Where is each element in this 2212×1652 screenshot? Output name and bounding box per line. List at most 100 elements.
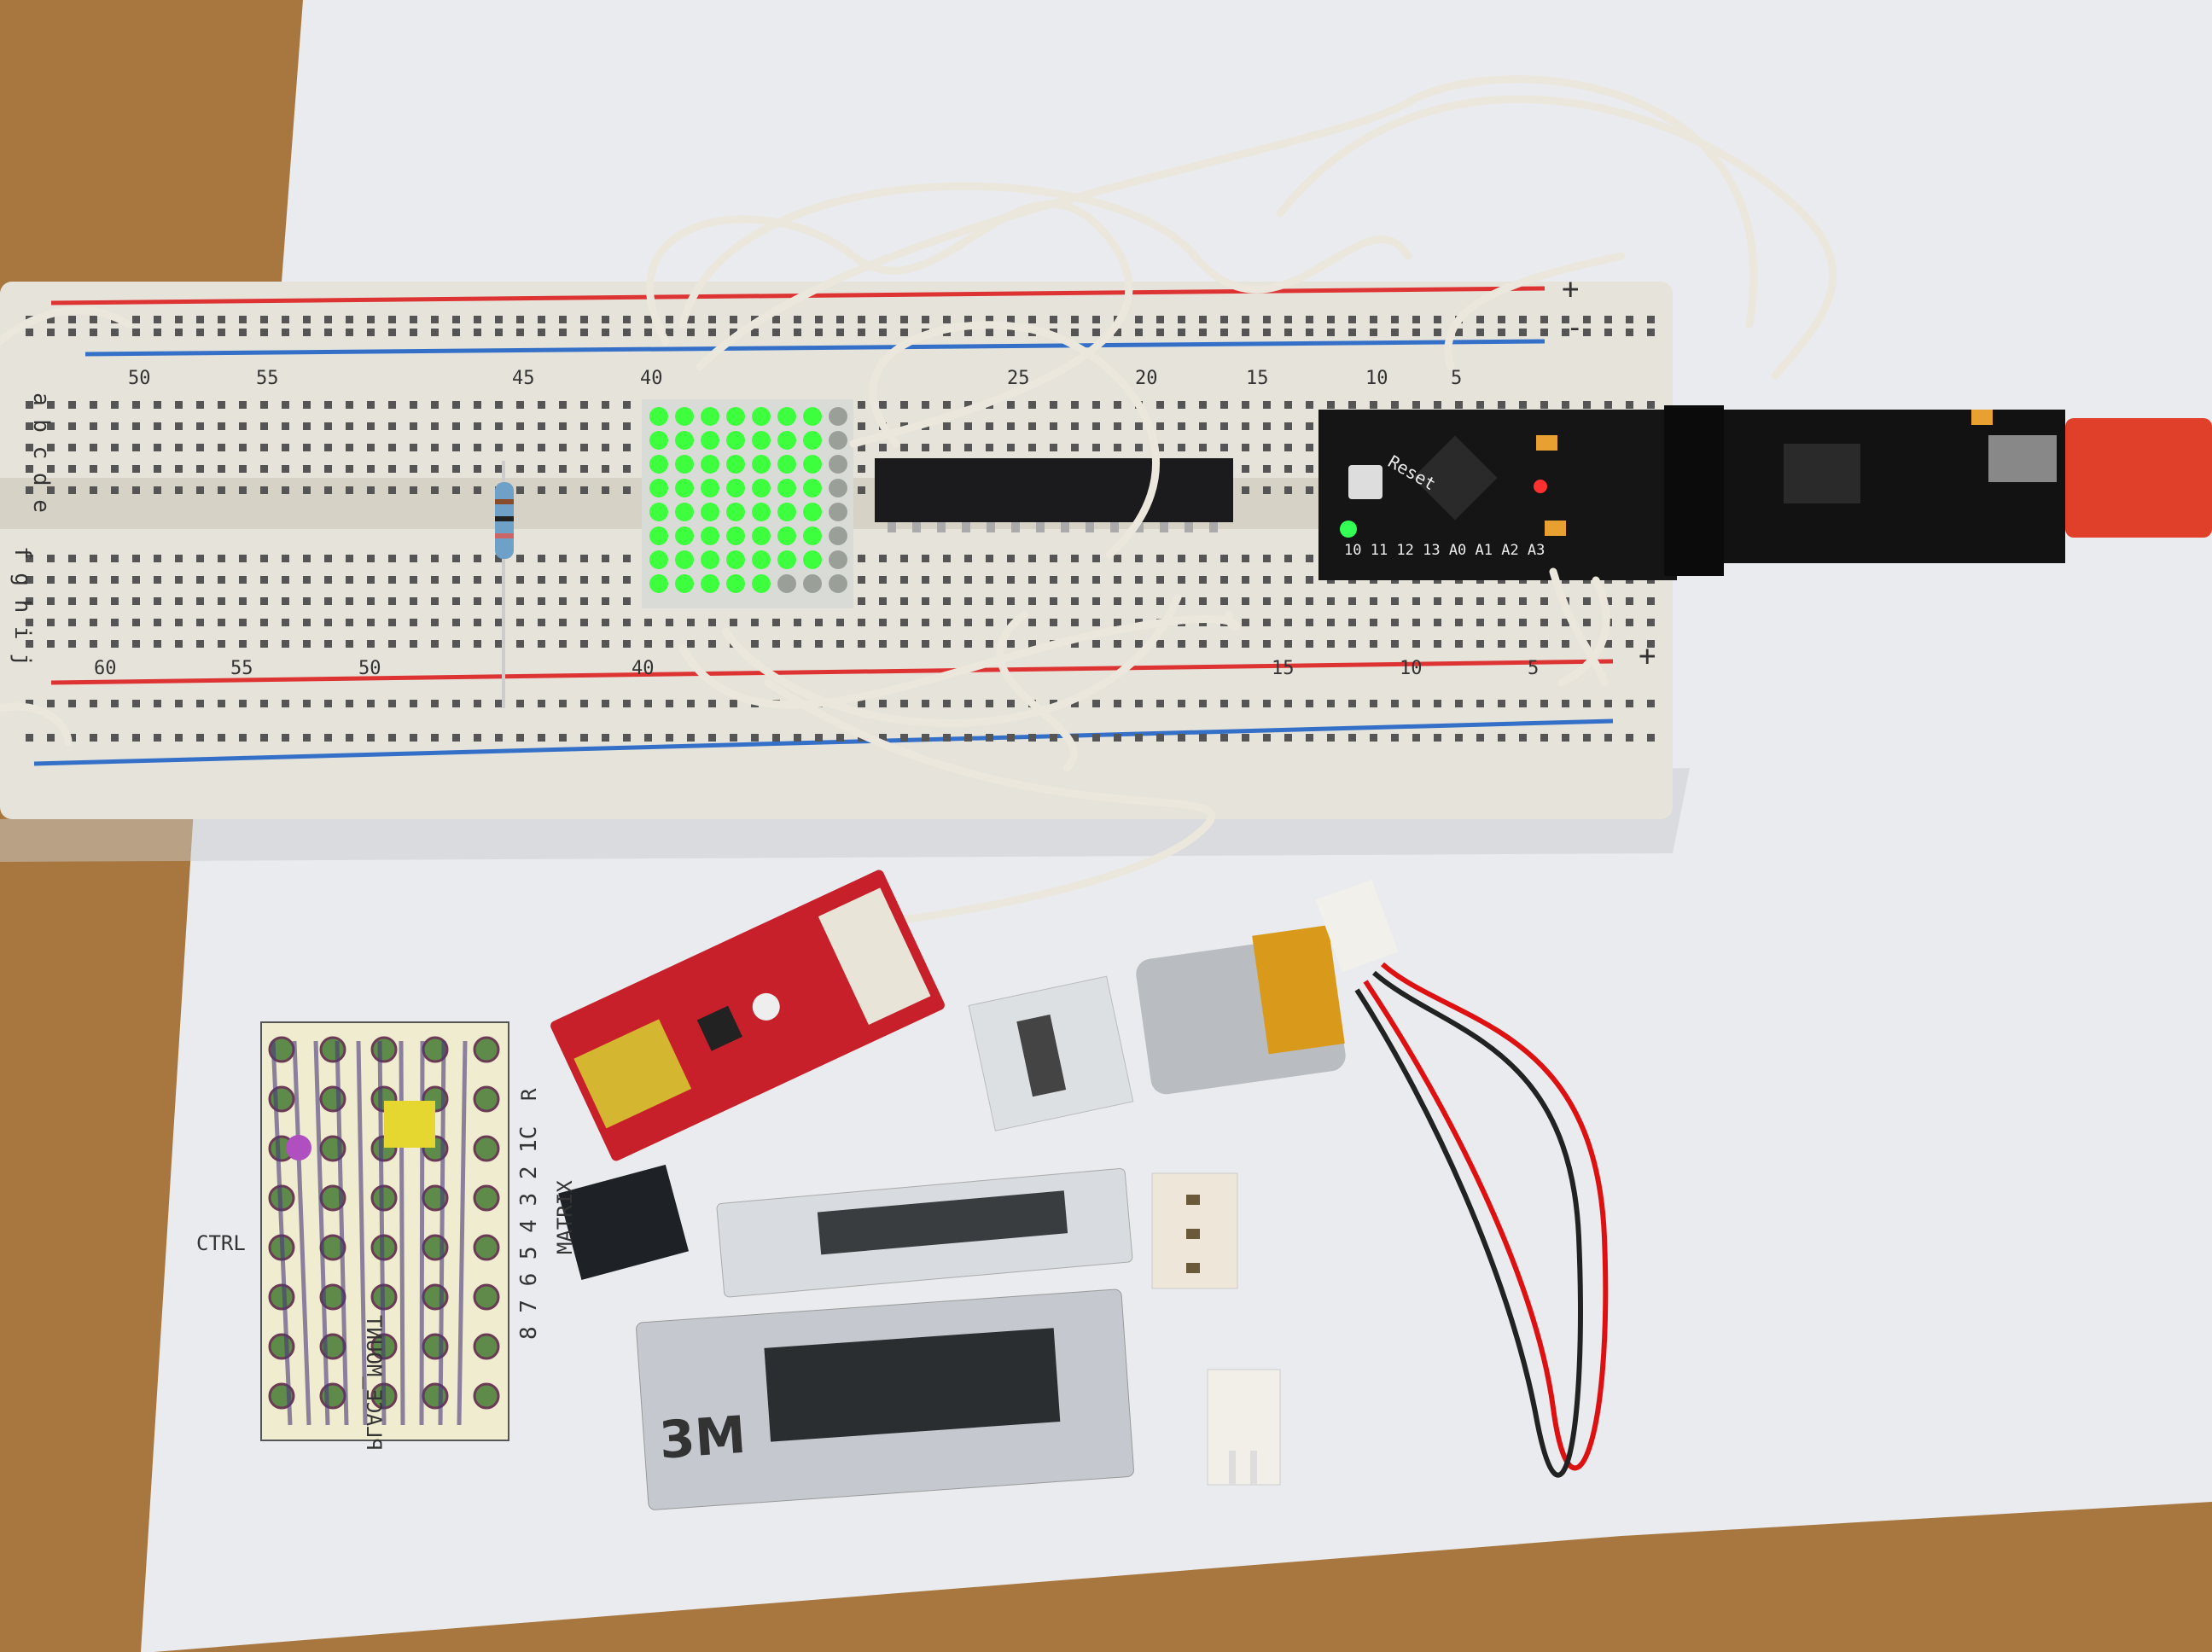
hole [431,597,439,605]
hole [410,486,417,494]
led-dot [675,455,694,474]
hole [1220,555,1228,562]
hole [1028,555,1036,562]
hole [474,329,481,336]
hole [1071,734,1079,742]
hole [1434,734,1441,742]
hole [1071,401,1079,409]
hole [1220,329,1228,336]
hole [111,576,119,584]
hole [1540,329,1548,336]
hole [687,619,695,626]
ic-pin [1135,522,1144,532]
hole [474,597,481,605]
hole [388,555,396,562]
hole [1306,619,1313,626]
led-dot [829,503,847,521]
hole [858,444,865,451]
hole [794,640,801,648]
hole [623,329,631,336]
hole [1071,640,1079,648]
pcb-schematic-print: CTRL 8 7 6 5 4 3 2 1C MATRIX R PLACE_MOU… [196,1021,577,1451]
hole [730,700,737,707]
ic-pin [937,522,946,532]
hole [239,486,247,494]
hole [282,444,289,451]
hole [538,316,545,323]
hole [410,316,417,323]
hole [815,619,823,626]
hole [47,700,55,707]
hole [367,401,375,409]
hole [986,316,993,323]
hole [580,619,588,626]
hole [388,734,396,742]
hole [1626,401,1633,409]
pcb-pad [319,1036,346,1063]
hole [282,597,289,605]
hole [1370,597,1377,605]
hole [538,597,545,605]
hole [794,619,801,626]
hole [175,619,183,626]
hole [154,401,161,409]
led-dot [675,526,694,545]
hole [538,619,545,626]
hole [943,555,951,562]
hole [324,486,332,494]
hole [175,700,183,707]
hole [858,422,865,430]
hole [410,401,417,409]
hole [1327,401,1335,409]
hole [964,597,972,605]
usb-cable[interactable] [2065,418,2212,538]
black-clip [558,1164,690,1280]
led-dot [777,526,796,545]
hole [452,619,460,626]
hole [964,619,972,626]
hole [175,555,183,562]
hole [1476,329,1484,336]
hole [1540,640,1548,648]
hole [495,619,503,626]
hole [1391,401,1399,409]
reset-button[interactable] [1348,465,1382,499]
hole [431,444,439,451]
hole [900,555,908,562]
hole [1284,329,1292,336]
hole [1178,329,1185,336]
pcb-pad [473,1184,500,1212]
hole [1135,700,1143,707]
hole [324,576,332,584]
hole [602,576,609,584]
hole [303,555,311,562]
pcb-pad [422,1333,449,1360]
hole [474,619,481,626]
hole [218,700,225,707]
led-dot [675,431,694,450]
hole [1306,329,1313,336]
column-number: 10 [1400,658,1423,679]
hole [559,465,567,473]
hole [900,444,908,451]
hole [858,329,865,336]
hole [1178,734,1185,742]
led-dot [803,455,822,474]
hole [623,619,631,626]
hole [1391,329,1399,336]
hole [986,329,993,336]
hole [388,444,396,451]
pcb-pad [473,1036,500,1063]
hole [1626,597,1633,605]
hole [538,734,545,742]
hole [623,422,631,430]
hole [580,329,588,336]
hole [623,486,631,494]
hole [175,444,183,451]
hole [367,576,375,584]
hole [964,401,972,409]
hole [1028,619,1036,626]
hole [388,486,396,494]
led-dot [701,574,719,593]
hole [346,700,353,707]
